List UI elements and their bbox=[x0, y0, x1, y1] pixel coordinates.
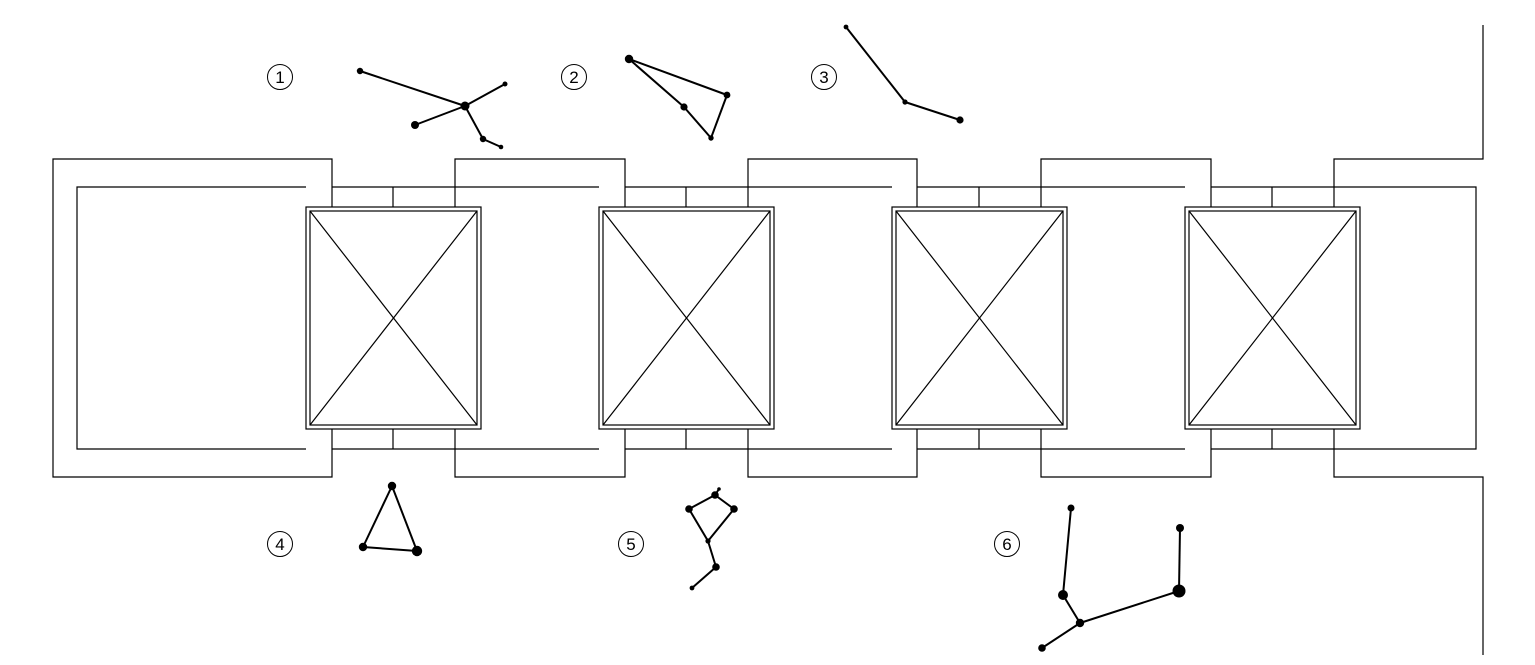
panel-2 bbox=[598, 206, 775, 430]
crossed-box-icon bbox=[1188, 210, 1357, 426]
label-5: 5 bbox=[618, 531, 644, 557]
label-1-text: 1 bbox=[275, 68, 284, 87]
panel-4 bbox=[1184, 206, 1361, 430]
constellation-1 bbox=[356, 67, 508, 150]
panel-3 bbox=[891, 206, 1068, 430]
label-4-text: 4 bbox=[275, 535, 284, 554]
constellation-icon bbox=[356, 67, 508, 150]
constellation-2 bbox=[624, 54, 731, 141]
constellation-icon bbox=[1038, 504, 1186, 652]
constellation-icon bbox=[358, 481, 423, 557]
crossed-box-icon bbox=[895, 210, 1064, 426]
constellation-5 bbox=[685, 487, 738, 591]
crossed-box-icon bbox=[309, 210, 478, 426]
label-3-text: 3 bbox=[819, 68, 828, 87]
label-2: 2 bbox=[561, 64, 587, 90]
constellation-6 bbox=[1038, 504, 1186, 652]
constellation-4 bbox=[358, 481, 423, 557]
constellation-icon bbox=[685, 487, 738, 591]
label-6: 6 bbox=[994, 531, 1020, 557]
inner-rail bbox=[76, 186, 1477, 450]
outer-frame bbox=[52, 25, 1484, 655]
constellation-3 bbox=[843, 24, 964, 124]
label-6-text: 6 bbox=[1002, 535, 1011, 554]
label-1: 1 bbox=[267, 64, 293, 90]
constellation-icon bbox=[843, 24, 964, 124]
label-4: 4 bbox=[267, 531, 293, 557]
label-3: 3 bbox=[811, 64, 837, 90]
label-5-text: 5 bbox=[626, 535, 635, 554]
crossed-box-icon bbox=[602, 210, 771, 426]
constellation-icon bbox=[624, 54, 731, 141]
panel-1 bbox=[305, 206, 482, 430]
label-2-text: 2 bbox=[569, 68, 578, 87]
